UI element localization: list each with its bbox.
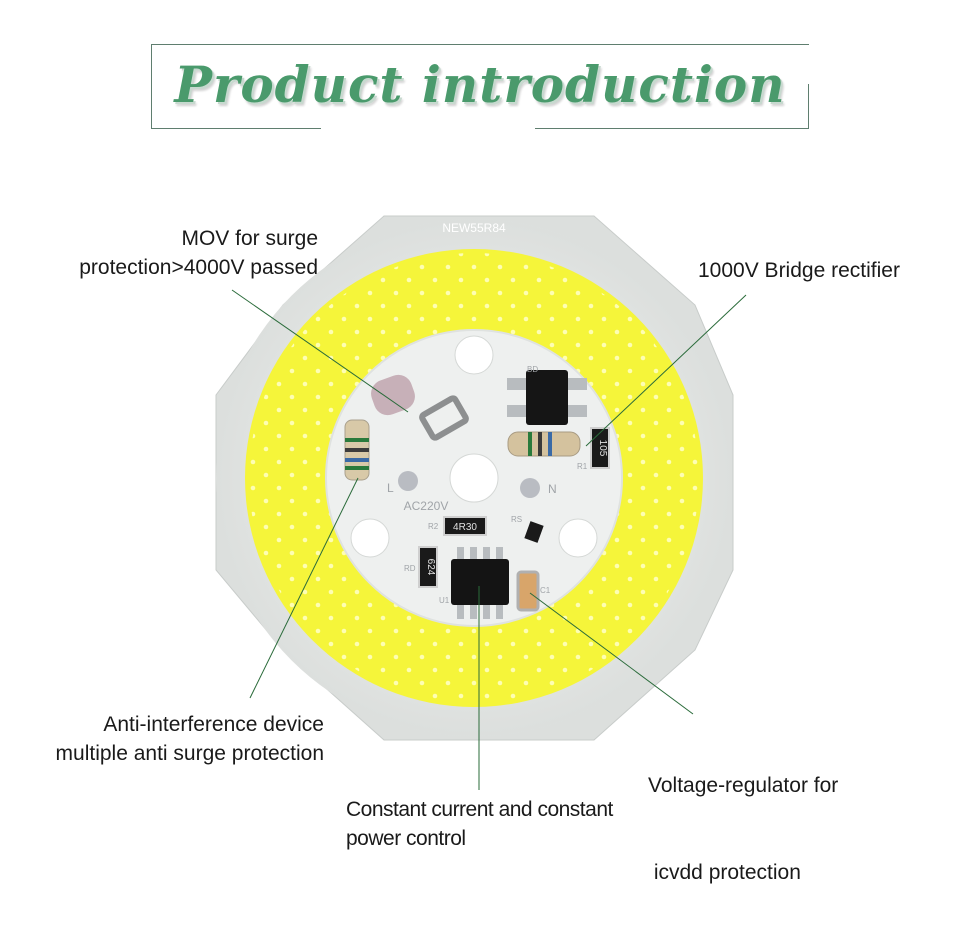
board-model-label: NEW55R84 [442,221,506,235]
frame-line [151,128,321,129]
mark-rs: RS [511,515,522,524]
ic-u1 [451,547,509,619]
callout-constant: Constant current and constant power cont… [346,795,613,853]
callout-bridge: 1000V Bridge rectifier [698,256,900,285]
callout-line: protection>4000V passed [79,256,318,279]
r1-value: 105 [597,440,608,457]
mark-u1: U1 [439,596,450,605]
title-frame [151,44,809,129]
frame-line [151,44,809,45]
mark-bd: BD [527,365,538,374]
mov-component [371,374,469,441]
leader-line-anti [249,477,359,699]
callout-mov: MOV for surge protection>4000V passed [79,224,318,282]
resistor-component [507,431,581,457]
mark-r1: R1 [577,462,588,471]
page-title: Product introduction [174,55,786,114]
board-pin-l: L [387,481,394,495]
callout-line: 1000V Bridge rectifier [698,259,900,282]
callout-line: icvdd protection [648,861,801,884]
pad-n [520,478,540,498]
callout-line: Anti-interference device [103,713,324,736]
callout-line: power control [346,827,466,850]
mark-rd: RD [404,564,416,573]
board-voltage-label: AC220V [404,499,449,513]
leader-line-voltage [529,592,694,715]
pad-l [398,471,418,491]
callout-voltage-regulator: Voltage-regulator for icvdd protection [648,713,838,916]
callout-line: Voltage-regulator for [648,774,839,797]
mount-hole [558,518,598,558]
callout-line: MOV for surge [181,227,318,250]
inductor-component [344,419,370,481]
leader-line-mov [231,289,409,413]
rs-resistor [524,521,544,543]
rd-resistor [418,546,438,588]
rd-value: 624 [425,559,436,576]
mount-hole [454,335,494,375]
frame-line [535,128,809,129]
frame-line [808,84,809,129]
leader-line-bridge [585,294,747,447]
r1-resistor [590,427,610,469]
frame-line [151,44,152,129]
mount-hole [449,453,499,503]
r2-value: 4R30 [453,522,477,533]
callout-line: multiple anti surge protection [55,742,324,765]
mark-r2: R2 [428,522,439,531]
bridge-rectifier [507,370,587,425]
callout-anti: Anti-interference device multiple anti s… [56,710,324,768]
callout-line: Constant current and constant [346,798,613,821]
board-pin-n: N [548,482,557,496]
r2-resistor [443,516,487,536]
mount-hole [350,518,390,558]
c1-capacitor [516,570,540,612]
mark-c1: C1 [540,586,551,595]
